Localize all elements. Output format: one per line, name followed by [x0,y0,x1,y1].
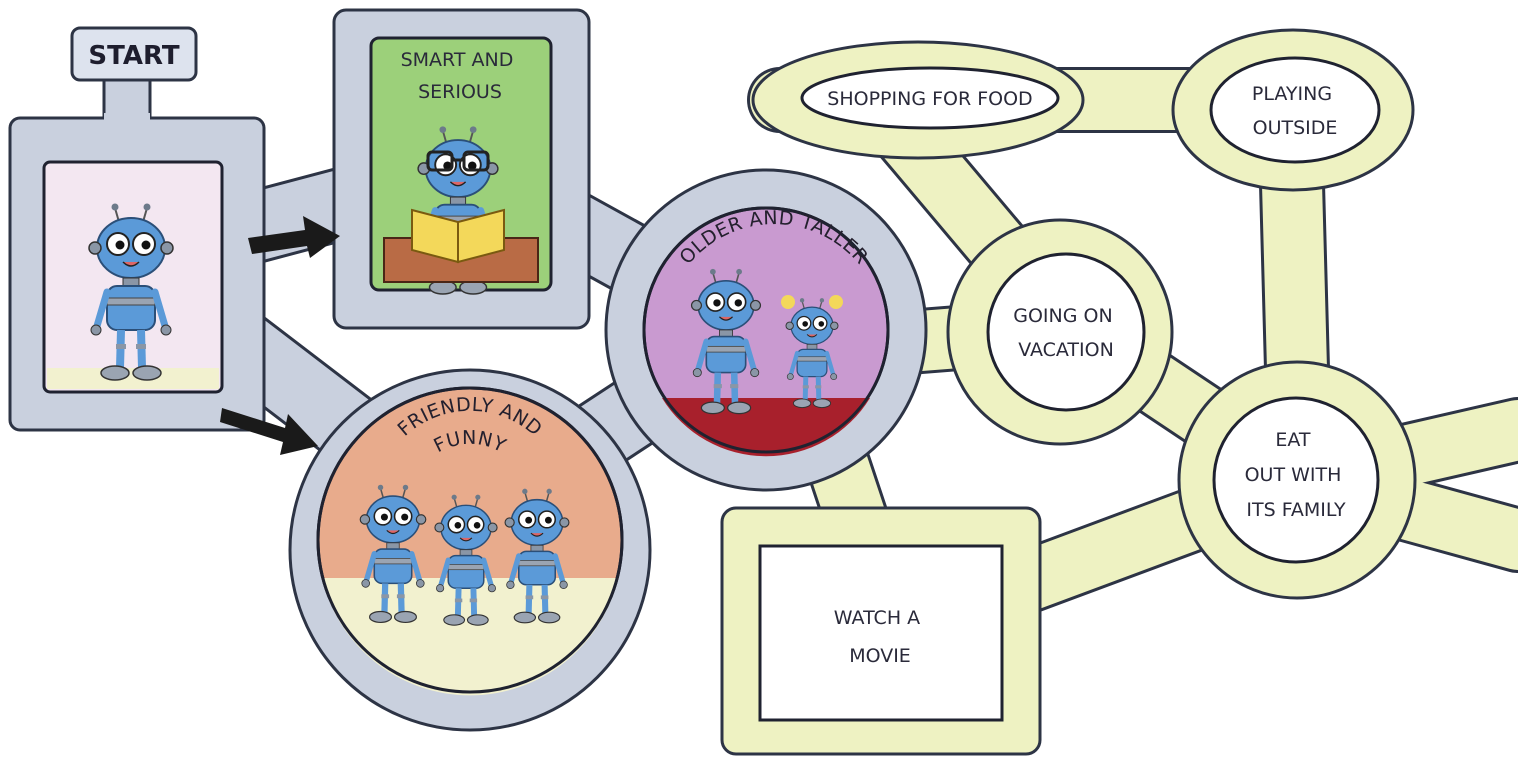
book-icon [411,208,505,264]
arrow-right-icon [248,216,340,258]
arrow-right-icon [220,408,318,455]
start-text: START [88,41,179,71]
shopping-for-food-node: SHOPPING FOR FOOD [800,66,1060,130]
start-panel [42,160,224,394]
smart-label: SMART AND SERIOUS [401,49,520,103]
watch-a-movie-node: WATCH A MOVIE [758,544,1004,722]
smart-and-serious-panel: SMART AND SERIOUS [369,36,553,294]
eat-out-with-family-node: EAT OUT WITH ITS FAMILY [1212,396,1380,564]
playing-outside-node: PLAYING OUTSIDE [1209,56,1381,164]
movie-label: WATCH A MOVIE [834,607,926,667]
friendly-and-funny-node: FRIENDLY AND FUNNY [316,386,624,696]
older-and-taller-node: OLDER AND TALLER [642,206,890,457]
playing-label: PLAYING OUTSIDE [1252,83,1338,139]
vacation-label: GOING ON VACATION [1013,305,1118,361]
shopping-label: SHOPPING FOR FOOD [827,88,1032,110]
glasses-icon [426,150,490,172]
eat-label: EAT OUT WITH ITS FAMILY [1245,429,1348,521]
start-label: START [70,26,198,82]
going-on-vacation-node: GOING ON VACATION [986,252,1146,412]
